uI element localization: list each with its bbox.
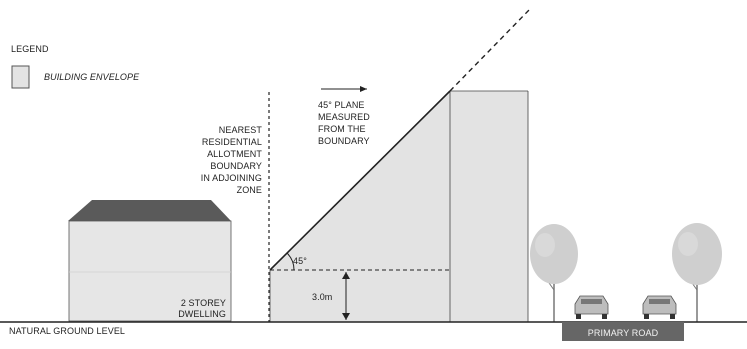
envelope-fill [270,91,528,322]
legend-item-label: BUILDING ENVELOPE [44,72,140,82]
car-right [642,295,677,319]
plane-label-line-1: 45° PLANE [318,100,365,110]
car-windscreen [581,299,602,304]
boundary-label-line-1: NEAREST [219,125,263,135]
boundary: NEAREST RESIDENTIAL ALLOTMENT BOUNDARY I… [201,92,270,322]
tree-icon [672,223,722,285]
building-envelope [269,90,529,322]
existing-dwelling: 2 STOREY DWELLING [68,200,232,322]
plane-extension-line [449,8,531,92]
tree-highlight [535,233,555,257]
boundary-label-line-4: BOUNDARY [210,161,262,171]
plane-line [269,90,451,271]
height-arrow-up-icon [342,272,350,279]
ground: NATURAL GROUND LEVEL PRIMARY ROAD [0,321,747,341]
car-left [574,295,609,319]
angle-arc [286,252,295,271]
height-label: 3.0m [312,292,332,302]
tree-icon [530,224,578,284]
plane-45: 45° 45° PLANE MEASURED FROM THE BOUNDARY [269,8,531,271]
dwelling-label-line-2: DWELLING [178,309,226,319]
tree-right [672,223,722,322]
angle-label: 45° [293,256,307,266]
boundary-label-line-5: IN ADJOINING [201,173,262,183]
legend: LEGEND BUILDING ENVELOPE [11,44,140,89]
car-icon [574,295,609,315]
boundary-label-line-6: ZONE [237,185,262,195]
legend-title: LEGEND [11,44,49,54]
plane-label-line-3: FROM THE [318,124,366,134]
car-wheel [576,314,581,319]
car-icon [642,295,677,315]
height-arrow-down-icon [342,313,350,320]
ground-label: NATURAL GROUND LEVEL [9,326,125,336]
tree-highlight [678,232,698,256]
car-wheel [644,314,649,319]
car-wheel [670,314,675,319]
boundary-label-line-3: ALLOTMENT [207,149,262,159]
plane-label-line-4: BOUNDARY [318,136,370,146]
boundary-label-line-2: RESIDENTIAL [202,137,262,147]
dwelling-roof [68,200,231,221]
road-surface [562,322,684,341]
dwelling-label-line-1: 2 STOREY [181,298,226,308]
tree-left [530,224,578,322]
dwelling-wall [68,220,232,322]
car-windscreen [649,299,670,304]
legend-swatch [11,65,30,89]
height-dimension: 3.0m [312,272,350,320]
car-wheel [602,314,607,319]
plane-label-line-2: MEASURED [318,112,370,122]
road-label: PRIMARY ROAD [588,328,659,338]
